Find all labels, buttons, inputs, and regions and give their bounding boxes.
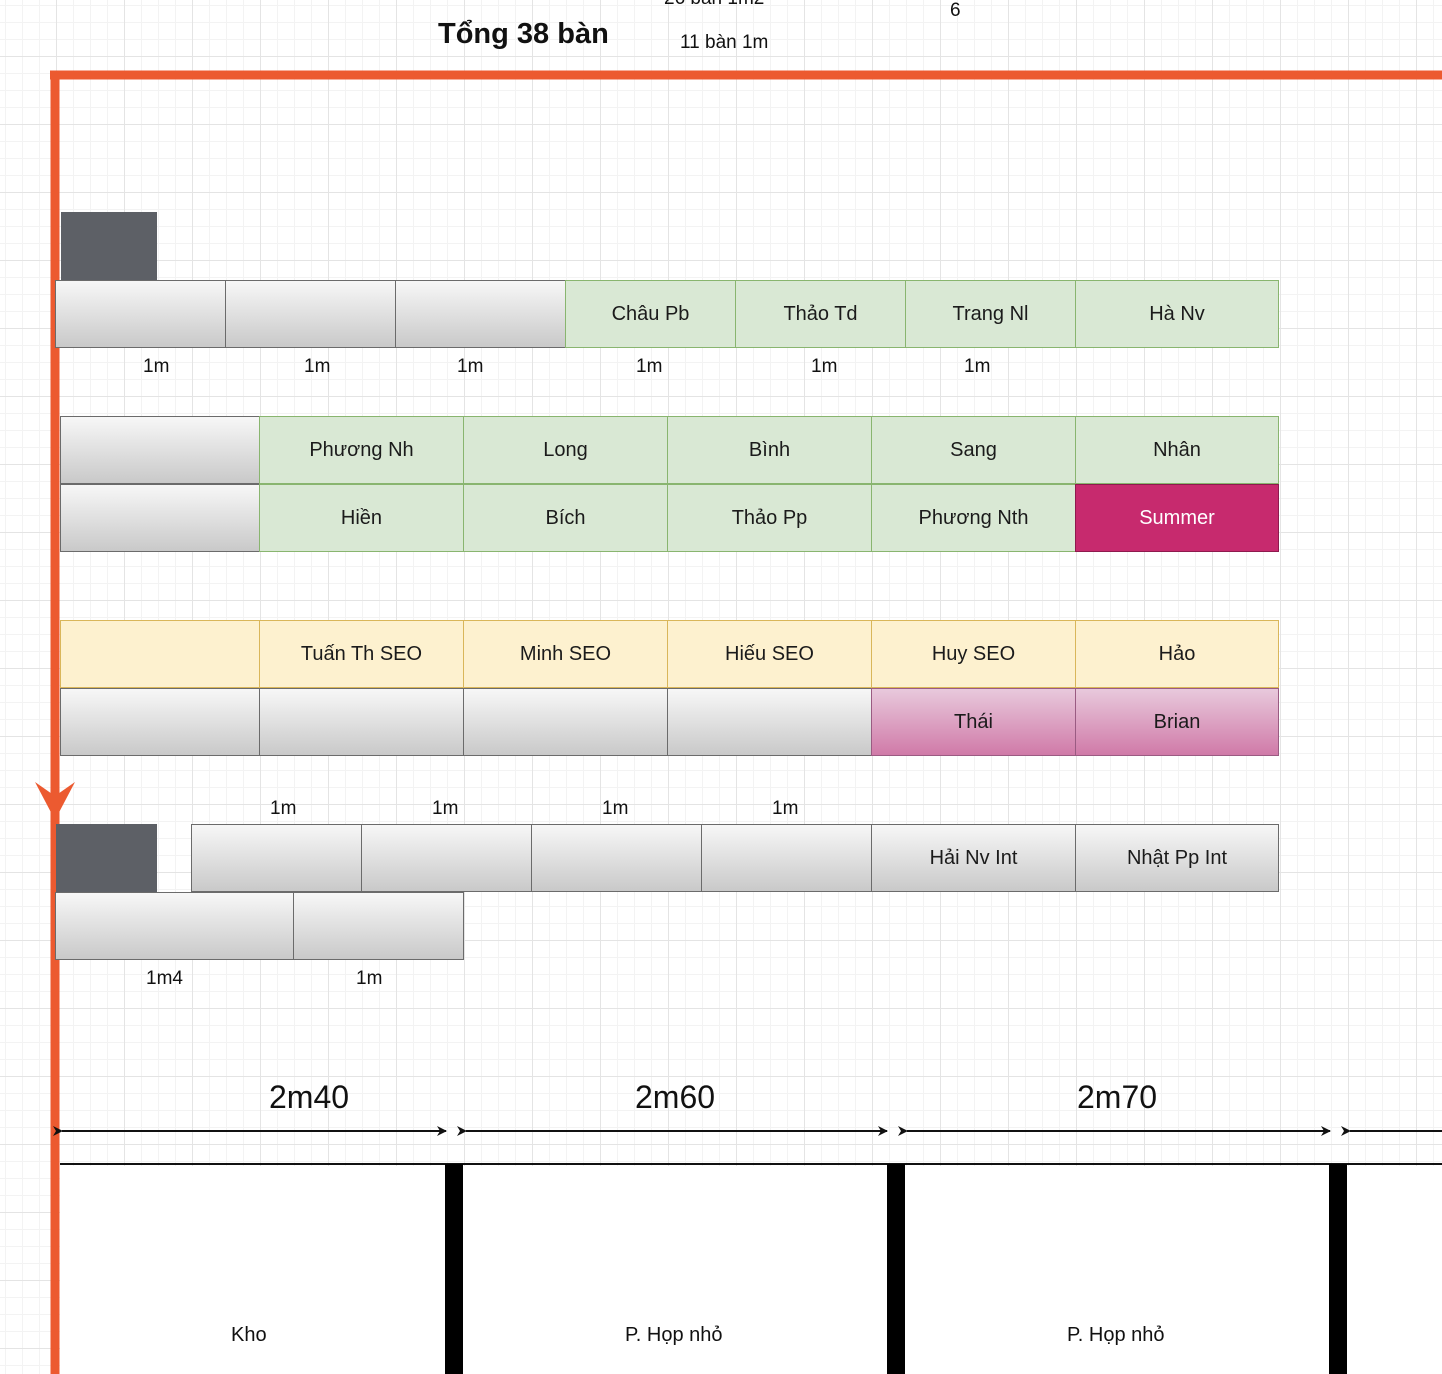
size-label: 1m4 — [146, 968, 183, 989]
desk-empty[interactable] — [225, 280, 396, 348]
desk-nhat-pp-int[interactable]: Nhật Pp Int — [1075, 824, 1279, 892]
room-label-kho: Kho — [231, 1324, 267, 1346]
desk-summer[interactable]: Summer — [1075, 484, 1279, 552]
desk-empty[interactable] — [55, 892, 294, 960]
cabinet-top — [61, 212, 157, 280]
room-meeting-2 — [905, 1166, 1329, 1374]
desk-hien[interactable]: Hiền — [259, 484, 464, 552]
desk-empty[interactable] — [60, 484, 260, 552]
desk-empty[interactable] — [701, 824, 872, 892]
desk-empty[interactable] — [667, 688, 872, 756]
dimension-label: 2m70 — [1077, 1079, 1158, 1115]
desk-thao-td[interactable]: Thảo Td — [735, 280, 906, 348]
desk-brian[interactable]: Brian — [1075, 688, 1279, 756]
desk-empty[interactable] — [463, 688, 668, 756]
size-label: 1m — [457, 356, 484, 377]
size-label: 1m — [270, 798, 297, 819]
desk-phuong-nh[interactable]: Phương Nh — [259, 416, 464, 484]
desk-tuan-th-seo[interactable]: Tuấn Th SEO — [259, 620, 464, 688]
size-label: 1m — [602, 798, 629, 819]
size-label: 1m — [964, 356, 991, 377]
size-label: 1m — [636, 356, 663, 377]
desk-chau-pb[interactable]: Châu Pb — [565, 280, 736, 348]
size-label: 1m — [772, 798, 799, 819]
desk-bich[interactable]: Bích — [463, 484, 668, 552]
desk-empty[interactable] — [361, 824, 532, 892]
desk-empty[interactable] — [60, 688, 260, 756]
desk-sang[interactable]: Sang — [871, 416, 1076, 484]
size-label: 1m — [432, 798, 459, 819]
room-meeting-1 — [463, 1166, 887, 1374]
desk-empty[interactable] — [259, 688, 464, 756]
desk-trang-nl[interactable]: Trang Nl — [905, 280, 1076, 348]
desk-hieu-seo[interactable]: Hiếu SEO — [667, 620, 872, 688]
desk-long[interactable]: Long — [463, 416, 668, 484]
desk-empty[interactable] — [293, 892, 464, 960]
cabinet-bottom — [56, 824, 157, 892]
plan-title: Tổng 38 bàn — [438, 18, 609, 50]
desk-empty[interactable] — [55, 280, 226, 348]
desk-nhan[interactable]: Nhân — [1075, 416, 1279, 484]
size-label: 1m — [356, 968, 383, 989]
desk-minh-seo[interactable]: Minh SEO — [463, 620, 668, 688]
pillar-3 — [1329, 1164, 1347, 1374]
desk-empty[interactable] — [395, 280, 566, 348]
header-note: 11 bàn 1m — [680, 32, 769, 53]
desk-empty[interactable] — [191, 824, 362, 892]
dimension-label: 2m40 — [269, 1079, 350, 1115]
desk-huy-seo[interactable]: Huy SEO — [871, 620, 1076, 688]
wall-direction-arrow-icon — [35, 782, 75, 820]
desk-phuong-nth[interactable]: Phương Nth — [871, 484, 1076, 552]
size-label: 1m — [304, 356, 331, 377]
desk-binh[interactable]: Bình — [667, 416, 872, 484]
desk-hao[interactable]: Hảo — [1075, 620, 1279, 688]
size-label: 1m — [143, 356, 170, 377]
header-note-cut: 26 bàn 1m2 — [664, 0, 764, 10]
desk-hai-nv-int[interactable]: Hải Nv Int — [871, 824, 1076, 892]
dimension-label: 2m60 — [635, 1079, 716, 1115]
header-number: 6 — [950, 0, 961, 21]
room-right-edge — [1347, 1166, 1442, 1374]
desk-empty[interactable] — [531, 824, 702, 892]
desk-ha-nv[interactable]: Hà Nv — [1075, 280, 1279, 348]
pillar-1 — [445, 1164, 463, 1374]
pillar-2 — [887, 1164, 905, 1374]
size-label: 1m — [811, 356, 838, 377]
desk-empty[interactable] — [60, 416, 260, 484]
room-label-meeting: P. Họp nhỏ — [1067, 1324, 1165, 1346]
room-label-meeting: P. Họp nhỏ — [625, 1324, 723, 1346]
desk-empty-seo[interactable] — [60, 620, 260, 688]
desk-thai[interactable]: Thái — [871, 688, 1076, 756]
desk-thao-pp[interactable]: Thảo Pp — [667, 484, 872, 552]
room-kho — [60, 1166, 445, 1374]
